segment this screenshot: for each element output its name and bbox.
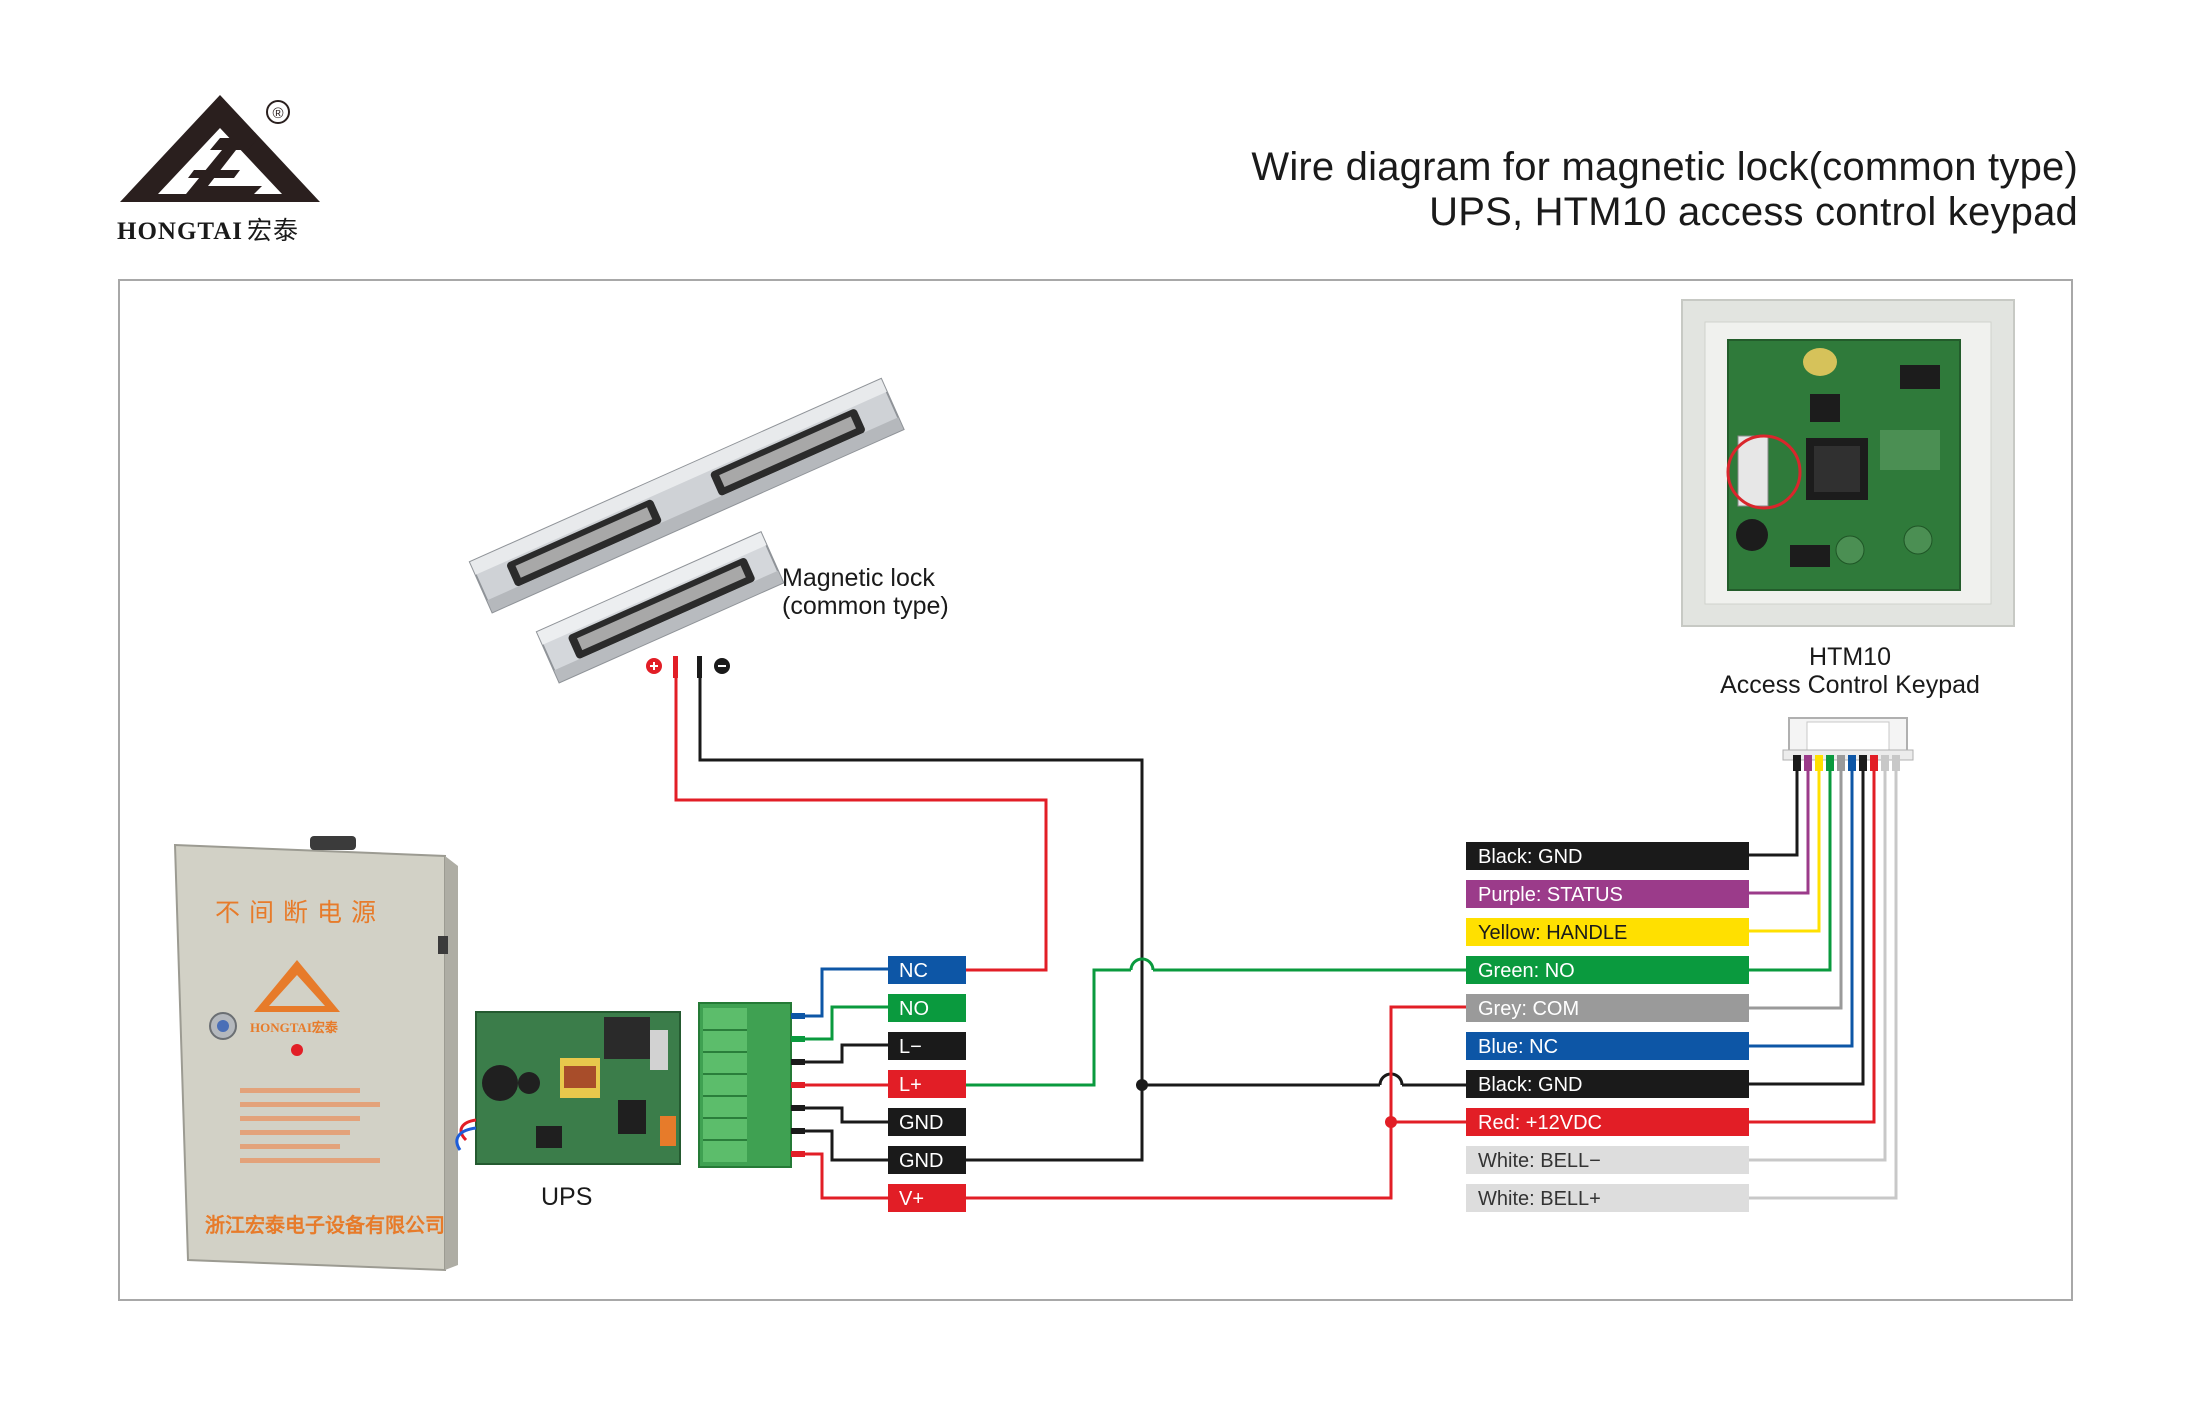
keypad-wire-5: Grey: COM [1466, 994, 1749, 1022]
ups-terminal-swatch [888, 994, 966, 1022]
keypad-wire-4: Green: NO [1466, 956, 1749, 984]
maglock-label-line2: (common type) [782, 592, 949, 620]
registered-mark: ® [272, 105, 283, 122]
keypad-wire-swatch [1466, 880, 1749, 908]
ups-terminal-text: GND [899, 1150, 943, 1172]
htm10-keypad-image [1681, 299, 2015, 627]
keypad-wire-1: Black: GND [1466, 842, 1749, 870]
ups-terminal-text: V+ [899, 1188, 924, 1210]
ups-enclosure-image: 不间断电源 HONGTAI宏泰 浙江宏泰电子设备有限公司 [173, 836, 458, 1272]
diagram-title-line1: Wire diagram for magnetic lock(common ty… [1251, 145, 2078, 189]
keypad-wire-swatch [1466, 1146, 1749, 1174]
maglock-label: Magnetic lock (common type) [782, 564, 949, 620]
keypad-label-line1: HTM10 [1809, 643, 1891, 671]
ups-box-text-top: 不间断电源 [215, 898, 385, 927]
ups-terminal-6: GND [888, 1146, 966, 1174]
keypad-connector [1782, 717, 1914, 761]
ups-terminal-text: L+ [899, 1074, 922, 1096]
keypad-wire-text: White: BELL− [1478, 1150, 1601, 1172]
ups-internal-wires [805, 967, 888, 1200]
brand-name-cn: 宏泰 [247, 218, 300, 245]
keypad-wire-text: Blue: NC [1478, 1036, 1558, 1058]
hongtai-logo-icon: ® [120, 95, 320, 202]
ups-terminal-text: GND [899, 1112, 943, 1134]
ground-junction-dot [1136, 1079, 1148, 1091]
ups-terminal-swatch [888, 1032, 966, 1060]
ups-pcb-image [455, 1011, 681, 1165]
ups-terminal-7: V+ [888, 1184, 966, 1212]
keypad-wire-swatch [1466, 994, 1749, 1022]
keypad-wire-text: Black: GND [1478, 846, 1582, 868]
keypad-label-line2: Access Control Keypad [1720, 671, 1980, 699]
ups-terminal-3: L− [888, 1032, 966, 1060]
ups-terminal-swatch [888, 1146, 966, 1174]
keypad-wire-text: White: BELL+ [1478, 1188, 1601, 1210]
keypad-label: HTM10 Access Control Keypad [1680, 643, 2020, 699]
ups-terminal-2: NO [888, 994, 966, 1022]
keypad-wire-swatch [1466, 1070, 1749, 1098]
ups-terminal-swatch [888, 1184, 966, 1212]
keypad-wire-9: White: BELL− [1466, 1146, 1749, 1174]
keypad-wire-8: Red: +12VDC [1466, 1108, 1749, 1136]
ups-terminal-swatch [888, 1070, 966, 1098]
keypad-wire-labels: Black: GND Purple: STATUS Yellow: HANDLE Gr… [1466, 842, 1749, 1212]
ups-terminal-1: NC [888, 956, 966, 984]
keypad-wires [1749, 758, 1898, 1200]
keypad-wire-swatch [1466, 1032, 1749, 1060]
keypad-wire-text: Green: NO [1478, 960, 1575, 982]
maglock-terminals [646, 656, 730, 678]
diagram-title-line2: UPS, HTM10 access control keypad [1429, 190, 2078, 234]
ups-terminal-4: L+ [888, 1070, 966, 1098]
main-wires [674, 678, 1466, 1200]
magnetic-lock-image [468, 377, 905, 684]
ups-box-text-bottom: 浙江宏泰电子设备有限公司 [205, 1213, 445, 1237]
keypad-wire-text: Yellow: HANDLE [1478, 922, 1627, 944]
power-junction-dot [1385, 1116, 1397, 1128]
diagram-frame [118, 279, 2073, 1301]
keypad-wire-text: Purple: STATUS [1478, 884, 1623, 906]
keypad-wire-swatch [1466, 956, 1749, 984]
ups-terminal-text: NC [899, 960, 928, 982]
ups-terminal-swatch [888, 956, 966, 984]
keypad-wire-3: Yellow: HANDLE [1466, 918, 1749, 946]
keypad-wire-swatch [1466, 842, 1749, 870]
ups-terminal-swatch [888, 1108, 966, 1136]
keypad-wire-text: Black: GND [1478, 1074, 1582, 1096]
keypad-wire-swatch [1466, 1108, 1749, 1136]
brand-name-latin: HONGTAI [117, 218, 243, 245]
keypad-wire-7: Black: GND [1466, 1070, 1749, 1098]
keypad-wire-text: Red: +12VDC [1478, 1112, 1602, 1134]
ups-terminal-text: L− [899, 1036, 922, 1058]
maglock-label-line1: Magnetic lock [782, 564, 935, 592]
ups-terminal-block-image [698, 1002, 805, 1168]
ups-box-logo-text: HONGTAI宏泰 [250, 1020, 339, 1035]
keypad-wire-swatch [1466, 1184, 1749, 1212]
keypad-wire-2: Purple: STATUS [1466, 880, 1749, 908]
keypad-wire-6: Blue: NC [1466, 1032, 1749, 1060]
ups-terminal-5: GND [888, 1108, 966, 1136]
connector-pins [1793, 755, 1900, 771]
keypad-wire-text: Grey: COM [1478, 998, 1579, 1020]
ups-terminal-text: NO [899, 998, 929, 1020]
keypad-wire-swatch [1466, 918, 1749, 946]
keypad-wire-10: White: BELL+ [1466, 1184, 1749, 1212]
ups-terminal-labels: NC NO L− L+ GND GND V+ [888, 956, 966, 1212]
ups-label: UPS [541, 1183, 593, 1211]
